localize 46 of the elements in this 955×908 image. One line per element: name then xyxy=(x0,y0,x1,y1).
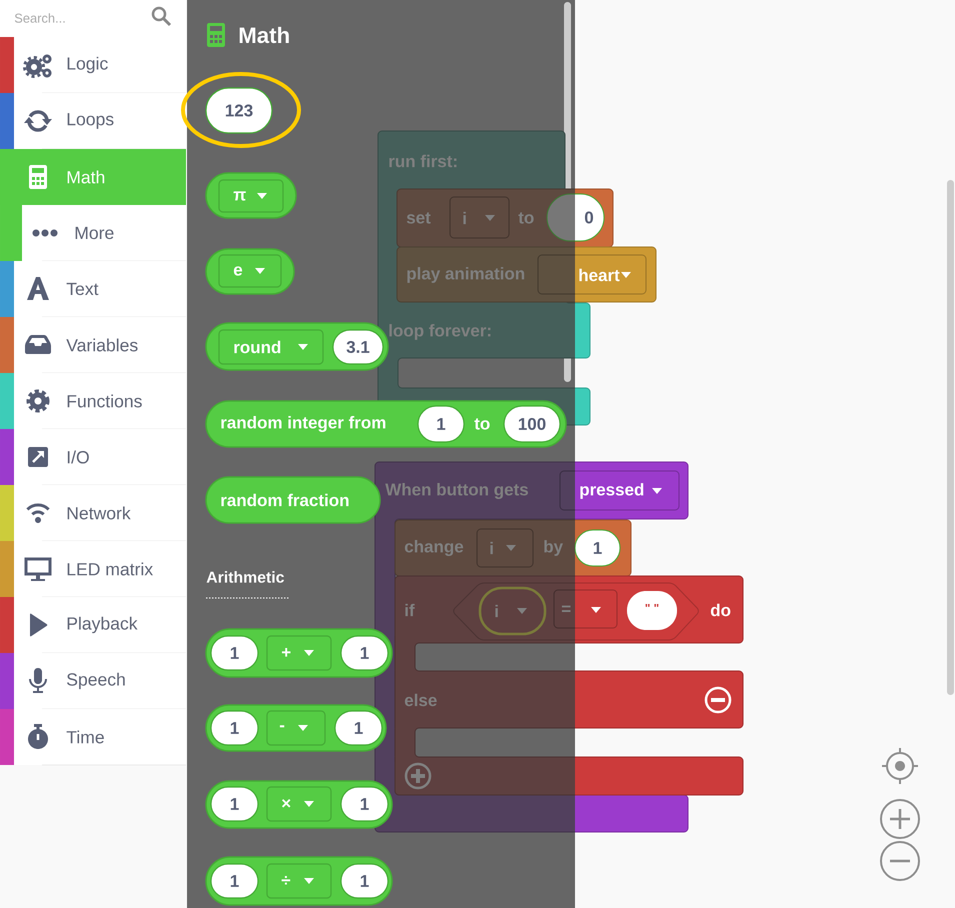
category-item: Loops xyxy=(0,93,186,150)
number-input: 1 xyxy=(340,635,389,671)
number-input: 1 xyxy=(210,710,259,746)
node-label: Network xyxy=(68,506,131,520)
node-label: Loops xyxy=(68,113,114,129)
category-item: More xyxy=(0,205,186,262)
number-input: 1 xyxy=(210,863,259,899)
number-input: 1 xyxy=(417,405,465,443)
category-item: I/O xyxy=(0,429,186,486)
node-label: Text xyxy=(66,282,98,296)
search-field: Search... xyxy=(0,0,186,37)
number-input: 1 xyxy=(334,710,383,746)
number-input: 1 xyxy=(210,786,259,822)
node-label: LED matrix xyxy=(68,562,153,576)
category-item: Time xyxy=(0,709,186,766)
node-label: Search... xyxy=(14,13,65,23)
node-label: Variables xyxy=(66,338,138,352)
math-block: random fraction xyxy=(205,476,381,524)
number-input: 1 xyxy=(210,635,259,671)
section-heading: Arithmetic xyxy=(206,571,284,583)
node-label: I/O xyxy=(68,450,89,464)
math-block: π xyxy=(205,172,297,219)
category-item: Functions xyxy=(0,373,186,430)
node-label: More xyxy=(76,226,114,240)
number-input: 1 xyxy=(340,786,389,822)
number-input: 123 xyxy=(205,87,273,134)
category-item: Variables xyxy=(0,317,186,374)
node-label: Functions xyxy=(68,394,142,408)
node-label: Playback xyxy=(68,616,138,634)
number-input: 1 xyxy=(574,530,620,566)
math-block: e xyxy=(205,248,295,295)
code-block: play animation heart xyxy=(396,246,656,302)
category-item: Text xyxy=(0,261,186,318)
category-item: LED matrix xyxy=(0,541,186,598)
category-item: Playback xyxy=(0,597,186,654)
category-item: Logic xyxy=(0,37,186,94)
number-input: 0 xyxy=(546,194,604,242)
node-label: Speech xyxy=(67,672,125,690)
category-item: Math xyxy=(0,149,186,205)
node-label: Logic xyxy=(68,56,108,74)
category-item: Speech xyxy=(0,653,186,710)
category-item: Network xyxy=(0,485,186,542)
text-input: " " xyxy=(627,591,677,630)
number-input: 1 xyxy=(340,863,389,899)
node-label: Time xyxy=(66,730,104,744)
node-label: Math xyxy=(68,170,104,184)
